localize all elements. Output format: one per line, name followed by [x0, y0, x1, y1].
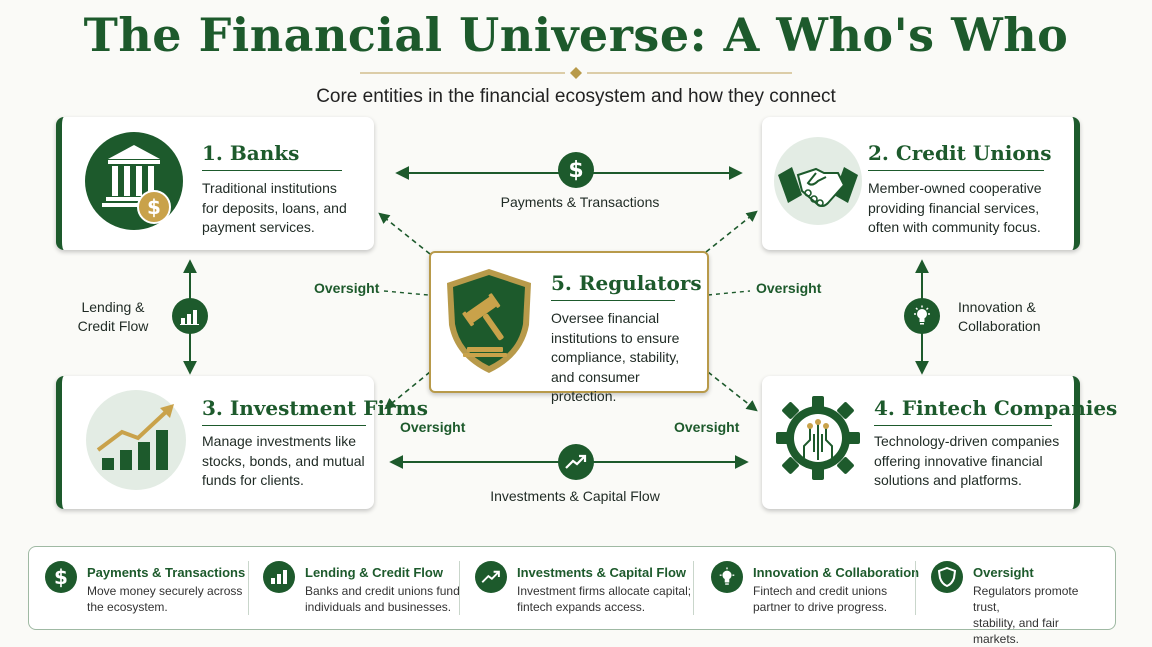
payments-badge: $ [558, 152, 594, 188]
banks-card: $ 1. Banks Traditional institutions for … [56, 117, 374, 250]
legend-divider [915, 561, 916, 615]
title-divider [360, 67, 792, 79]
payments-label: Payments & Transactions [500, 194, 660, 210]
legend-divider [693, 561, 694, 615]
regulators-card: 5. Regulators Oversee financial institut… [429, 251, 709, 404]
gear-circuit-icon [776, 396, 860, 480]
legend-divider [459, 561, 460, 615]
oversight-arrow-investment [384, 371, 431, 410]
page-title: The Financial Universe: A Who's Who [83, 8, 1069, 62]
fintech-card: 4. Fintech Companies Technology-driven c… [762, 376, 1117, 509]
legend-divider [248, 561, 249, 615]
fintech-description: Technology-driven companies offering inn… [874, 433, 1060, 488]
legend-bar: $ Payments & Transactions Move money sec… [28, 546, 1116, 646]
banks-title: 1. Banks [202, 141, 342, 171]
regulators-title: 5. Regulators [551, 271, 702, 301]
trend-up-icon [565, 454, 587, 469]
oversight-label-top-left: Oversight [314, 280, 380, 296]
credit-unions-description: Member-owned cooperative providing finan… [868, 180, 1042, 235]
fintech-title: 4. Fintech Companies [874, 396, 1117, 426]
banks-description: Traditional institutions for deposits, l… [202, 180, 347, 235]
investment-firms-title: 3. Investment Firms [202, 396, 428, 426]
lending-badge [172, 298, 208, 334]
legend-item-oversight: Oversight Regulators promote trust, stab… [931, 547, 1107, 646]
investment-firms-description: Manage investments like stocks, bonds, a… [202, 433, 365, 488]
oversight-arrow-fintech [707, 371, 758, 412]
investment-firms-card: 3. Investment Firms Manage investments l… [56, 376, 428, 509]
legend-item-payments: $ Payments & Transactions Move money sec… [45, 547, 245, 629]
bar-chart-icon [271, 570, 287, 584]
oversight-arrow-credit-unions [705, 210, 758, 253]
regulators-description: Oversee financial institutions to ensure… [551, 310, 680, 404]
oversight-label-top-right: Oversight [756, 280, 822, 296]
lending-label: Lending & Credit Flow [77, 299, 149, 334]
lightbulb-icon [719, 567, 735, 585]
trend-up-icon [481, 570, 500, 583]
oversight-arrow-banks [378, 212, 431, 255]
dollar-icon: $ [568, 157, 584, 183]
credit-unions-card: 2. Credit Unions Member-owned cooperativ… [762, 117, 1080, 250]
bank-icon: $ [85, 132, 183, 230]
legend-item-innovation: Innovation & Collaboration Fintech and c… [711, 547, 919, 629]
credit-unions-title: 2. Credit Unions [868, 141, 1052, 171]
oversight-label-bottom-left: Oversight [400, 419, 466, 435]
investments-label: Investments & Capital Flow [490, 488, 660, 504]
innovation-label: Innovation & Collaboration [958, 299, 1041, 334]
legend-item-lending: Lending & Credit Flow Banks and credit u… [263, 547, 463, 629]
shield-icon [938, 567, 956, 587]
page-subtitle: Core entities in the financial ecosystem… [316, 86, 836, 107]
oversight-label-bottom-right: Oversight [674, 419, 740, 435]
dollar-icon: $ [54, 565, 68, 589]
lightbulb-icon [914, 305, 930, 325]
investments-badge [558, 444, 594, 480]
handshake-icon [774, 137, 862, 225]
bar-chart-icon [180, 310, 199, 325]
svg-text:$: $ [147, 195, 161, 219]
growth-chart-icon [86, 390, 186, 490]
innovation-badge [904, 298, 940, 334]
legend-item-investments: Investments & Capital Flow Investment fi… [475, 547, 695, 629]
shield-gavel-icon [447, 269, 531, 373]
